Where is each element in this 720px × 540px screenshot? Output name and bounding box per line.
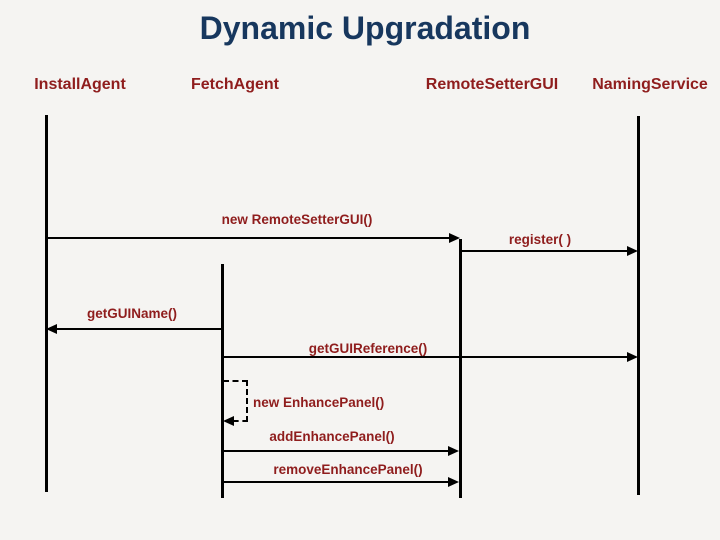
- arrowhead-right-icon: [449, 233, 460, 243]
- message-line-register: [461, 250, 628, 252]
- arrowhead-right-icon: [448, 477, 459, 487]
- arrowhead-right-icon: [627, 352, 638, 362]
- message-label-new-enhancepanel: new EnhancePanel(): [253, 395, 385, 410]
- lifeline-label-fetchagent: FetchAgent: [191, 76, 279, 93]
- lifeline-remotesettergui: [459, 239, 462, 498]
- lifeline-installagent: [45, 115, 48, 492]
- message-label-getguireference: getGUIReference(): [308, 341, 428, 356]
- message-line-new-remotesettergui: [46, 237, 450, 239]
- lifeline-fetchagent: [221, 264, 224, 498]
- message-line-removeenhancepanel: [222, 481, 449, 483]
- message-label-removeenhancepanel: removeEnhancePanel(): [273, 462, 423, 477]
- message-label-register: register( ): [508, 232, 572, 247]
- message-label-addenhancepanel: addEnhancePanel(): [269, 429, 395, 444]
- arrowhead-left-icon: [46, 324, 57, 334]
- message-line-getguireference: [222, 356, 628, 358]
- lifeline-label-namingservice: NamingService: [592, 76, 708, 93]
- message-line-getguiname: [56, 328, 222, 330]
- arrowhead-right-icon: [448, 446, 459, 456]
- message-label-new-remotesettergui: new RemoteSetterGUI(): [221, 212, 373, 227]
- lifeline-namingservice: [637, 116, 640, 495]
- self-message-right-dash: [246, 380, 248, 422]
- lifeline-label-remotesettergui: RemoteSetterGUI: [425, 76, 559, 93]
- page-title: Dynamic Upgradation: [199, 10, 531, 46]
- arrowhead-right-icon: [627, 246, 638, 256]
- message-label-getguiname: getGUIName(): [86, 306, 178, 321]
- self-message-top-dash: [223, 380, 248, 382]
- arrowhead-left-icon: [223, 416, 234, 426]
- self-message-bottom-dash: [233, 420, 248, 422]
- lifeline-label-installagent: InstallAgent: [34, 76, 126, 93]
- message-line-addenhancepanel: [222, 450, 449, 452]
